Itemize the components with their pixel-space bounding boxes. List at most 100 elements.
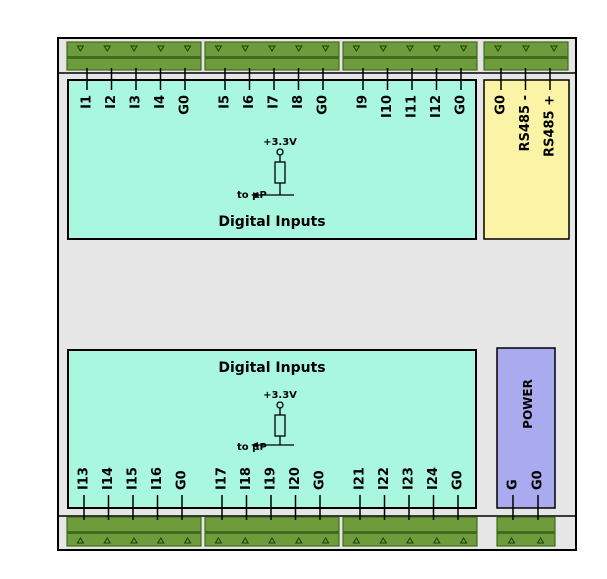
- bottom-input-pin-label: I20: [288, 467, 303, 490]
- bottom-input-pin-label: I13: [77, 467, 92, 490]
- top-input-pin-label: G0: [178, 95, 193, 115]
- terminal-screw-mark: [103, 537, 112, 544]
- bottom-input-pin-label: I17: [215, 467, 230, 490]
- bottom-mcu-arrow: [251, 442, 258, 448]
- terminal-screw-mark: [406, 45, 414, 52]
- top-input-pin-label: I12: [429, 95, 444, 118]
- terminal-screw-mark: [352, 537, 361, 544]
- rs485-block: [483, 79, 570, 240]
- terminal-screw-mark: [321, 537, 330, 544]
- top-input-pin-label: I2: [104, 95, 119, 109]
- terminal-screw-mark: [352, 45, 361, 52]
- terminal-screw-mark: [494, 45, 502, 52]
- top-input-pin-label: I11: [405, 95, 420, 118]
- bottom-terminal-3: [342, 516, 478, 547]
- bottom-input-pin-label: I22: [377, 467, 392, 490]
- bottom-input-pin-label: I16: [150, 467, 165, 490]
- power-pins: G G0: [506, 470, 546, 520]
- top-input-pin-label: I5: [218, 95, 233, 109]
- top-terminal-row: [66, 41, 569, 71]
- top-mcu-arrow: [251, 192, 258, 198]
- terminal-screw-mark: [432, 45, 441, 52]
- terminal-screw-mark: [214, 45, 223, 52]
- bottom-block-title: Digital Inputs: [218, 360, 325, 376]
- terminal-screw-mark: [76, 537, 85, 544]
- terminal-screw-mark: [459, 45, 468, 52]
- top-input-pin-label: G0: [454, 95, 469, 115]
- bottom-terminal-3-band: [343, 531, 477, 534]
- bottom-input-pin-label: I23: [402, 467, 417, 490]
- terminal-screw-mark: [459, 537, 468, 544]
- top-terminal-1-band: [67, 56, 201, 59]
- terminal-screw-mark: [321, 45, 330, 52]
- bottom-input-pin-label: I19: [264, 467, 279, 490]
- bottom-mcu-label: to µP: [237, 442, 267, 453]
- terminal-screw-mark: [214, 537, 223, 544]
- terminal-screw-mark: [550, 45, 558, 52]
- terminal-screw-mark: [379, 537, 388, 544]
- bottom-terminal-1-band: [67, 531, 201, 534]
- terminal-screw-mark: [156, 45, 165, 52]
- terminal-screw-mark: [103, 45, 112, 52]
- top-supply-label: +3.3V: [263, 137, 297, 148]
- terminal-screw-mark: [536, 537, 545, 544]
- top-input-pin-label: I10: [380, 95, 395, 118]
- top-block-title: Digital Inputs: [218, 214, 325, 230]
- top-input-pin-label: I6: [242, 95, 257, 109]
- top-terminal-3: [342, 41, 478, 71]
- bottom-input-pins: I13 I14 I15 I16 G0 I17 I18 I19 I20 G0 I21 I22 I23 I24…: [77, 467, 466, 520]
- top-input-pin-label: I3: [129, 95, 144, 109]
- top-input-pin-label: I4: [153, 95, 168, 109]
- power-block: [496, 347, 556, 509]
- terminal-screw-mark: [507, 537, 516, 544]
- terminal-screw-mark: [183, 45, 192, 52]
- top-mcu-label: to µP: [237, 190, 267, 201]
- rs485-pin-label: RS485 -: [518, 95, 533, 151]
- top-terminal-3-band: [343, 56, 477, 59]
- top-input-pin-label: I9: [356, 95, 371, 109]
- terminal-screw-mark: [241, 537, 250, 544]
- top-input-pins: I1 I2 I3 I4 G0 I5 I6 I7 I8 G0 I9 I10 I11 I12 G0: [80, 68, 469, 118]
- bottom-input-block: [67, 349, 477, 509]
- terminal-screw-mark: [379, 45, 388, 52]
- bottom-terminal-power: [496, 516, 556, 547]
- terminal-screw-mark: [76, 45, 85, 52]
- bottom-terminal-2-band: [205, 531, 339, 534]
- bottom-terminal-row: [66, 516, 556, 547]
- bottom-terminal-1: [66, 516, 202, 547]
- bottom-input-pin-label: I24: [426, 467, 441, 490]
- top-input-block: [67, 79, 477, 240]
- top-pullup-symbol: +3.3V to µP Digital Inputs: [218, 137, 325, 230]
- top-terminal-rs485-band: [484, 56, 568, 59]
- top-input-pin-label: I1: [80, 95, 95, 109]
- terminal-screw-mark: [522, 45, 530, 52]
- power-pin-label: G: [506, 479, 521, 490]
- terminal-screw-mark: [294, 537, 303, 544]
- terminal-screw-mark: [183, 537, 192, 544]
- terminal-screw-mark: [268, 45, 276, 52]
- bottom-input-pin-label: I18: [239, 467, 254, 490]
- top-terminal-2: [204, 41, 340, 71]
- terminal-screw-mark: [241, 45, 250, 52]
- bottom-input-pin-label: I14: [101, 467, 116, 490]
- bottom-input-pin-label: G0: [175, 470, 190, 490]
- power-title: POWER: [521, 379, 535, 429]
- terminal-screw-mark: [156, 537, 165, 544]
- top-terminal-2-band: [205, 56, 339, 59]
- top-terminal-rs485: [483, 41, 569, 71]
- terminal-screw-mark: [268, 537, 276, 544]
- terminal-screw-mark: [130, 537, 138, 544]
- bottom-input-pin-label: I15: [126, 467, 141, 490]
- top-input-pin-label: I7: [267, 95, 282, 109]
- top-input-pin-label: I8: [291, 95, 306, 109]
- top-terminal-1: [66, 41, 202, 71]
- bottom-input-pin-label: I21: [353, 467, 368, 490]
- terminal-screw-mark: [406, 537, 414, 544]
- top-input-pin-label: G0: [316, 95, 331, 115]
- bottom-terminal-2: [204, 516, 340, 547]
- rs485-pin-label: G0: [494, 95, 509, 115]
- power-pin-label: G0: [531, 470, 546, 490]
- bottom-input-pin-label: G0: [313, 470, 328, 490]
